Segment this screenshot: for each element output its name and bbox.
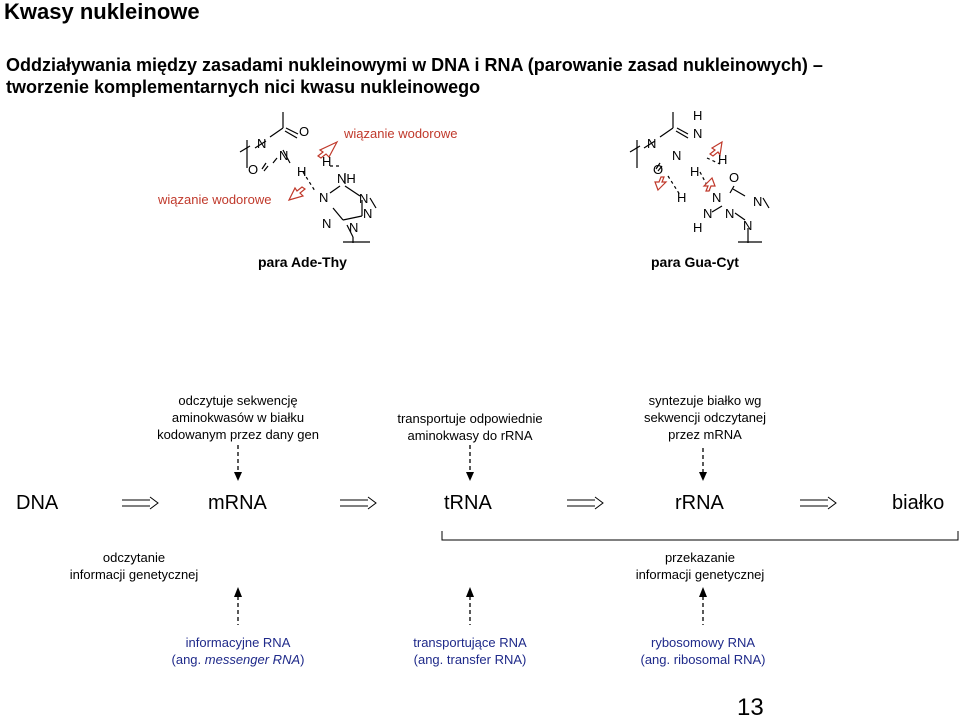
atom-label: N xyxy=(703,206,713,221)
ade-thy-hbond-arrows xyxy=(287,140,339,201)
atom-label: N xyxy=(257,136,267,151)
atom-label: N xyxy=(743,218,753,233)
atom-label: NH xyxy=(337,171,356,186)
atom-label: N xyxy=(712,190,722,205)
gua-cyt-bonds xyxy=(629,112,770,243)
atom-label: N xyxy=(279,148,289,163)
atom-label: O xyxy=(299,124,310,139)
atom-label: N xyxy=(753,194,763,209)
bottom-arrowheads xyxy=(234,587,707,597)
atom-label: O xyxy=(729,170,740,185)
trna-role-description: transportuje odpowiednie aminokwasy do r… xyxy=(397,411,543,443)
gua-cyt-label: para Gua-Cyt xyxy=(651,254,739,270)
atom-label: H xyxy=(322,154,332,169)
atom-label: N xyxy=(647,136,657,151)
page-title: Kwasy nukleinowe xyxy=(4,0,200,24)
reading-genetic-info: odczytanie informacji genetycznej xyxy=(69,550,199,582)
flow-arrows xyxy=(122,496,837,510)
top-dashed-arrows xyxy=(237,445,704,472)
atom-label: N xyxy=(693,126,703,141)
hbond-label-left: wiązanie wodorowe xyxy=(158,192,272,207)
atom-label: H xyxy=(693,220,703,235)
atom-label: N xyxy=(322,216,332,231)
atom-label: N xyxy=(725,206,735,221)
atom-label: H xyxy=(718,152,728,167)
hbond-label-top: wiązanie wodorowe xyxy=(344,126,458,141)
bracket-line xyxy=(441,531,959,541)
node-dna: DNA xyxy=(16,492,59,514)
atom-label: N xyxy=(319,190,329,205)
node-trna: tRNA xyxy=(444,492,492,514)
atom-label: O xyxy=(653,162,664,177)
atom-label: H xyxy=(693,108,703,123)
trna-name-description: transportujące RNA (ang. transfer RNA) xyxy=(413,635,527,667)
gua-cyt-hbond-arrows xyxy=(654,140,723,192)
top-arrowheads xyxy=(234,472,707,481)
rrna-role-description: syntezuje białko wg sekwencji odczytanej… xyxy=(643,393,767,442)
atom-label: N xyxy=(672,148,682,163)
atom-label: O xyxy=(248,162,259,177)
bottom-dashed-arrows xyxy=(237,596,704,625)
page-number: 13 xyxy=(737,694,764,721)
node-bialko: białko xyxy=(892,492,945,514)
rrna-name-description: rybosomowy RNA (ang. ribosomal RNA) xyxy=(640,635,766,667)
atom-label: H xyxy=(677,190,687,205)
atom-label: N xyxy=(349,220,359,235)
subtitle-line-2: tworzenie komplementarnych nici kwasu nu… xyxy=(6,77,481,97)
mrna-role-description: odczytuje sekwencję aminokwasów w białku… xyxy=(157,393,319,442)
atom-label: N xyxy=(363,206,373,221)
subtitle-line-1: Oddziaływania między zasadami nukleinowy… xyxy=(6,55,823,75)
ade-thy-label: para Ade-Thy xyxy=(258,254,347,270)
mrna-name-description: informacyjne RNA (ang. messenger RNA) xyxy=(171,635,305,667)
node-rrna: rRNA xyxy=(675,492,724,514)
ade-thy-bonds xyxy=(239,112,377,243)
transfer-genetic-info: przekazanie informacji genetycznej xyxy=(635,550,765,582)
node-mrna: mRNA xyxy=(208,492,267,514)
atom-label: N xyxy=(359,191,369,206)
atom-label: H xyxy=(297,164,307,179)
page-subtitle: Oddziaływania między zasadami nukleinowy… xyxy=(6,54,823,98)
atom-label: H xyxy=(690,164,700,179)
